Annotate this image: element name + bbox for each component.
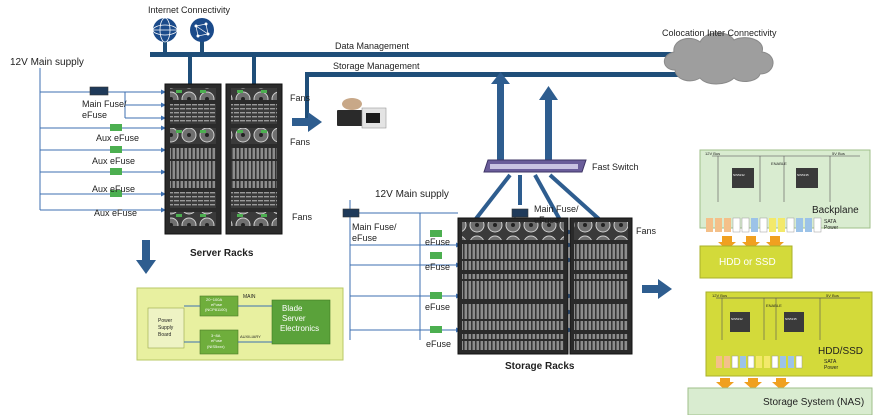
storage-management-bus <box>305 72 700 77</box>
globe-icon-2 <box>190 18 214 42</box>
hdd-or-ssd-label: HDD or SSD <box>719 257 776 268</box>
main-fuse-left-label-1: Main Fuse/ <box>82 99 127 109</box>
fast-switch-label: Fast Switch <box>592 162 639 172</box>
aux-efuse-label-3: Aux eFuse <box>92 184 136 194</box>
efuse-bot-label-2: eFuse <box>211 338 223 343</box>
colocation-label: Colocation Inter Connectivity <box>662 28 777 38</box>
chip-label-a2: NIS5135 <box>797 173 809 177</box>
internet-connectivity-lines <box>163 40 309 120</box>
right-arrow-to-nas <box>642 279 672 299</box>
fans-label-1: Fans <box>290 93 311 103</box>
storage-rack-1 <box>457 217 569 355</box>
efuse-top-label-3: (NCP81100) <box>205 307 227 312</box>
rail-12v-label-b: 12V Bus <box>712 293 728 298</box>
sata-power-label-3: SATA <box>824 359 837 365</box>
efuse-bot-label-1: 3~8A <box>211 333 221 338</box>
internet-connectivity-label: Internet Connectivity <box>148 5 231 15</box>
chip-label-b1: NIS5232 <box>731 317 743 321</box>
backplane-label: Backplane <box>812 205 859 216</box>
chip-label-b2: NIS5135 <box>785 317 797 321</box>
fans-storage-label: Fans <box>636 226 657 236</box>
down-arrow-to-blade-board <box>136 240 156 274</box>
rail-5v-label-a: 5V Bus <box>832 151 845 156</box>
storage-management-label: Storage Management <box>333 61 420 71</box>
efuse-top-label-1: 20~100A <box>206 297 223 302</box>
enable-label-a: ENABLE <box>771 161 787 166</box>
hdd-or-ssd-arrows <box>718 236 784 250</box>
power-supply-label-3: Board <box>158 332 172 338</box>
right-arrow-to-blade <box>292 112 322 132</box>
main-fuse-left-label-2: eFuse <box>82 110 108 120</box>
blade-server-label-2: Server <box>282 314 306 323</box>
storage-system-label: Storage System (NAS) <box>763 397 865 408</box>
storage-system-box <box>687 387 873 415</box>
server-rack-1 <box>164 83 222 235</box>
main-supply-left-label: 12V Main supply <box>10 57 84 68</box>
main-fuse-mid-label-2: eFuse <box>352 233 378 243</box>
sata-power-label-4: Power <box>824 365 839 371</box>
sata-power-label-1: SATA <box>824 219 837 225</box>
chip-label-a1: NIS5232 <box>733 173 745 177</box>
power-supply-label-2: Supply <box>158 325 174 331</box>
server-racks-label: Server Racks <box>190 248 254 259</box>
sata-power-label-2: Power <box>824 225 839 231</box>
storage-racks-label: Storage Racks <box>505 361 575 372</box>
globe-icon-1 <box>152 17 178 43</box>
main-fuse-right-label-2: eFuse <box>534 215 560 225</box>
efuse-label-3: eFuse <box>425 302 451 312</box>
efuse-top-label-2: eFuse <box>211 302 223 307</box>
auxiliary-rail-label: AUXILIARY <box>240 334 261 339</box>
cloud-icon <box>663 32 774 85</box>
data-management-bus <box>150 52 700 57</box>
main-supply-mid-label: 12V Main supply <box>375 189 449 200</box>
hdd-or-ssd-box <box>699 245 793 279</box>
efuse-label-4: eFuse <box>426 339 452 349</box>
power-supply-label-1: Power <box>158 318 173 324</box>
main-fuse-mid-label-1: Main Fuse/ <box>352 222 397 232</box>
efuse-label-2: eFuse <box>425 262 451 272</box>
blade-server-label-3: Electronics <box>280 324 320 333</box>
backplane-panel <box>699 149 871 233</box>
nas-hdd-panel <box>705 291 873 377</box>
server-rack-2 <box>225 83 283 235</box>
rail-5v-label-b: 5V Bus <box>826 293 839 298</box>
nas-down-arrows <box>716 378 790 390</box>
switch-downlinks <box>473 173 602 222</box>
efuse-label-1: eFuse <box>425 237 451 247</box>
main-rail-label: MAIN <box>243 294 256 300</box>
aux-efuse-label-1: Aux eFuse <box>96 133 140 143</box>
data-management-label: Data Management <box>335 41 410 51</box>
storage-rack-2 <box>569 217 633 355</box>
blade-server-board-panel <box>136 287 344 361</box>
main-fuse-right-label-1: Main Fuse/ <box>534 204 579 214</box>
blade-insert-photo <box>337 98 387 129</box>
switch-uplink-arrows <box>491 72 558 160</box>
hdd-ssd-label: HDD/SSD <box>818 346 864 357</box>
aux-efuse-label-2: Aux eFuse <box>92 156 136 166</box>
blade-server-label-1: Blade <box>282 304 303 313</box>
efuse-bot-label-3: (NIS5xxx) <box>207 344 225 349</box>
enable-label-b: ENABLE <box>766 303 782 308</box>
left-fuses <box>89 86 122 197</box>
fans-label-2: Fans <box>290 137 311 147</box>
aux-efuse-label-4: Aux eFuse <box>94 208 138 218</box>
rail-12v-label-a: 12V Bus <box>705 151 721 156</box>
fast-switch <box>483 159 587 173</box>
fans-label-3: Fans <box>292 212 313 222</box>
